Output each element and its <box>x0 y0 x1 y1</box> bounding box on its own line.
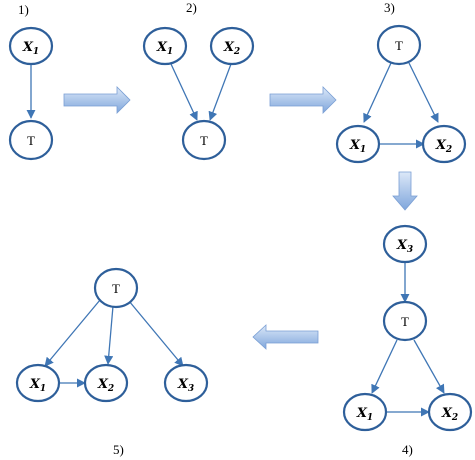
edge-d4-t-x1 <box>371 339 398 394</box>
svg-text:T: T <box>401 314 409 329</box>
node-d4-x1: X1 <box>342 392 388 432</box>
node-d2-t: T <box>181 119 227 161</box>
node-d4-x3: X3 <box>382 224 428 264</box>
edge-d2-x2-t <box>208 63 232 121</box>
svg-text:X1: X1 <box>349 138 366 155</box>
node-d5-x1: X1 <box>15 363 61 403</box>
node-d3-t: T <box>376 24 422 66</box>
node-d4-t: T <box>382 300 428 342</box>
edge-d3-t-x1 <box>363 62 392 123</box>
step-label-4: 4) <box>402 442 413 457</box>
step-label-2: 2) <box>186 0 197 15</box>
svg-text:T: T <box>112 281 120 296</box>
node-d4-x2: X2 <box>427 392 473 432</box>
svg-text:X1: X1 <box>356 406 373 423</box>
node-d5-t: T <box>93 267 139 309</box>
diagram-3: T X1 X2 <box>335 24 467 164</box>
block-arrow-1-to-2 <box>63 86 131 114</box>
node-d2-x1: X1 <box>142 26 188 66</box>
svg-text:T: T <box>395 38 403 53</box>
block-arrow-4-to-5 <box>252 324 319 350</box>
svg-text:X1: X1 <box>29 377 46 394</box>
diagram-1: X1 T <box>8 26 54 161</box>
svg-text:T: T <box>200 133 208 148</box>
block-arrow-2-to-3 <box>269 86 337 114</box>
edge-d5-t-x3 <box>128 300 184 367</box>
node-d1-x1: X1 <box>8 26 54 66</box>
node-d3-x1: X1 <box>335 124 381 164</box>
step-label-3: 3) <box>384 0 395 15</box>
edge-d5-t-x2 <box>104 305 114 365</box>
svg-text:X3: X3 <box>177 377 194 394</box>
block-arrow-3-to-4 <box>392 171 418 211</box>
diagram-2: X1 X2 T <box>142 26 255 161</box>
svg-text:X2: X2 <box>223 40 240 57</box>
node-d3-x2: X2 <box>421 124 467 164</box>
svg-text:X2: X2 <box>97 377 114 394</box>
diagram-5: T X1 X2 X3 <box>15 267 209 403</box>
svg-text:X2: X2 <box>441 406 458 423</box>
edge-d5-t-x1 <box>44 299 101 367</box>
step-label-5: 5) <box>113 442 124 457</box>
svg-text:X1: X1 <box>156 40 173 57</box>
edge-d3-t-x2 <box>408 62 439 123</box>
svg-text:T: T <box>27 133 35 148</box>
node-d5-x2: X2 <box>83 363 129 403</box>
edge-d2-x1-t <box>170 63 198 121</box>
step-label-1: 1) <box>18 2 29 17</box>
svg-text:X2: X2 <box>435 138 452 155</box>
node-d2-x2: X2 <box>209 26 255 66</box>
svg-text:X1: X1 <box>22 40 39 57</box>
edge-d4-t-x2 <box>413 339 445 394</box>
svg-text:X3: X3 <box>396 238 413 255</box>
diagram-4: X3 T X1 X2 <box>342 224 473 432</box>
node-d5-x3: X3 <box>163 363 209 403</box>
node-d1-t: T <box>8 119 54 161</box>
